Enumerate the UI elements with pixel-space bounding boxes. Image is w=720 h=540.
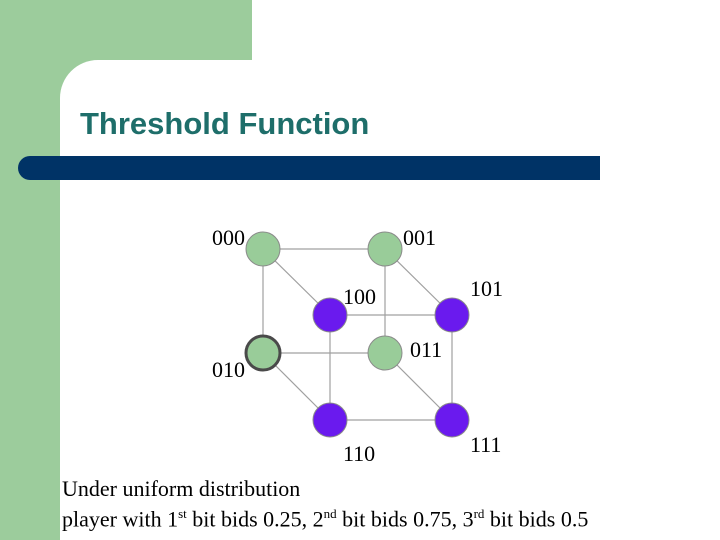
node-label-111: 111 <box>470 432 501 457</box>
caption-line-1: Under uniform distribution <box>62 476 301 501</box>
node-000 <box>245 231 281 267</box>
caption-text: bit bids 0.75, 3 <box>336 506 474 532</box>
node-label-110: 110 <box>343 441 375 466</box>
node-label-001: 001 <box>403 225 436 250</box>
node-label-000: 000 <box>212 225 245 250</box>
cube-edges <box>262 248 453 421</box>
node-100 <box>312 297 348 333</box>
node-001 <box>367 231 403 267</box>
cube-nodes <box>244 231 470 438</box>
caption-superscript: rd <box>473 506 485 521</box>
content-panel <box>60 60 720 540</box>
slide-title: Threshold Function <box>80 106 370 141</box>
node-111 <box>434 402 470 438</box>
title-underline-bar <box>18 156 600 180</box>
node-label-010: 010 <box>212 357 245 382</box>
caption-text: bit bids 0.5 <box>484 506 589 532</box>
caption-superscript: nd <box>323 506 337 521</box>
caption-superscript: st <box>178 506 187 521</box>
cube-labels: 000 001 100 101 010 011 110 111 <box>212 225 503 466</box>
node-label-011: 011 <box>410 337 442 362</box>
node-010 <box>244 334 282 372</box>
caption-text: bit bids 0.25, 2 <box>186 506 324 532</box>
caption-line-2: player with 1st bit bids 0.25, 2nd bit b… <box>62 506 588 532</box>
caption-text: player with 1 <box>62 506 179 532</box>
node-110 <box>312 402 348 438</box>
node-101 <box>434 297 470 333</box>
node-label-101: 101 <box>470 276 503 301</box>
node-011 <box>367 335 403 371</box>
node-label-100: 100 <box>343 284 376 309</box>
